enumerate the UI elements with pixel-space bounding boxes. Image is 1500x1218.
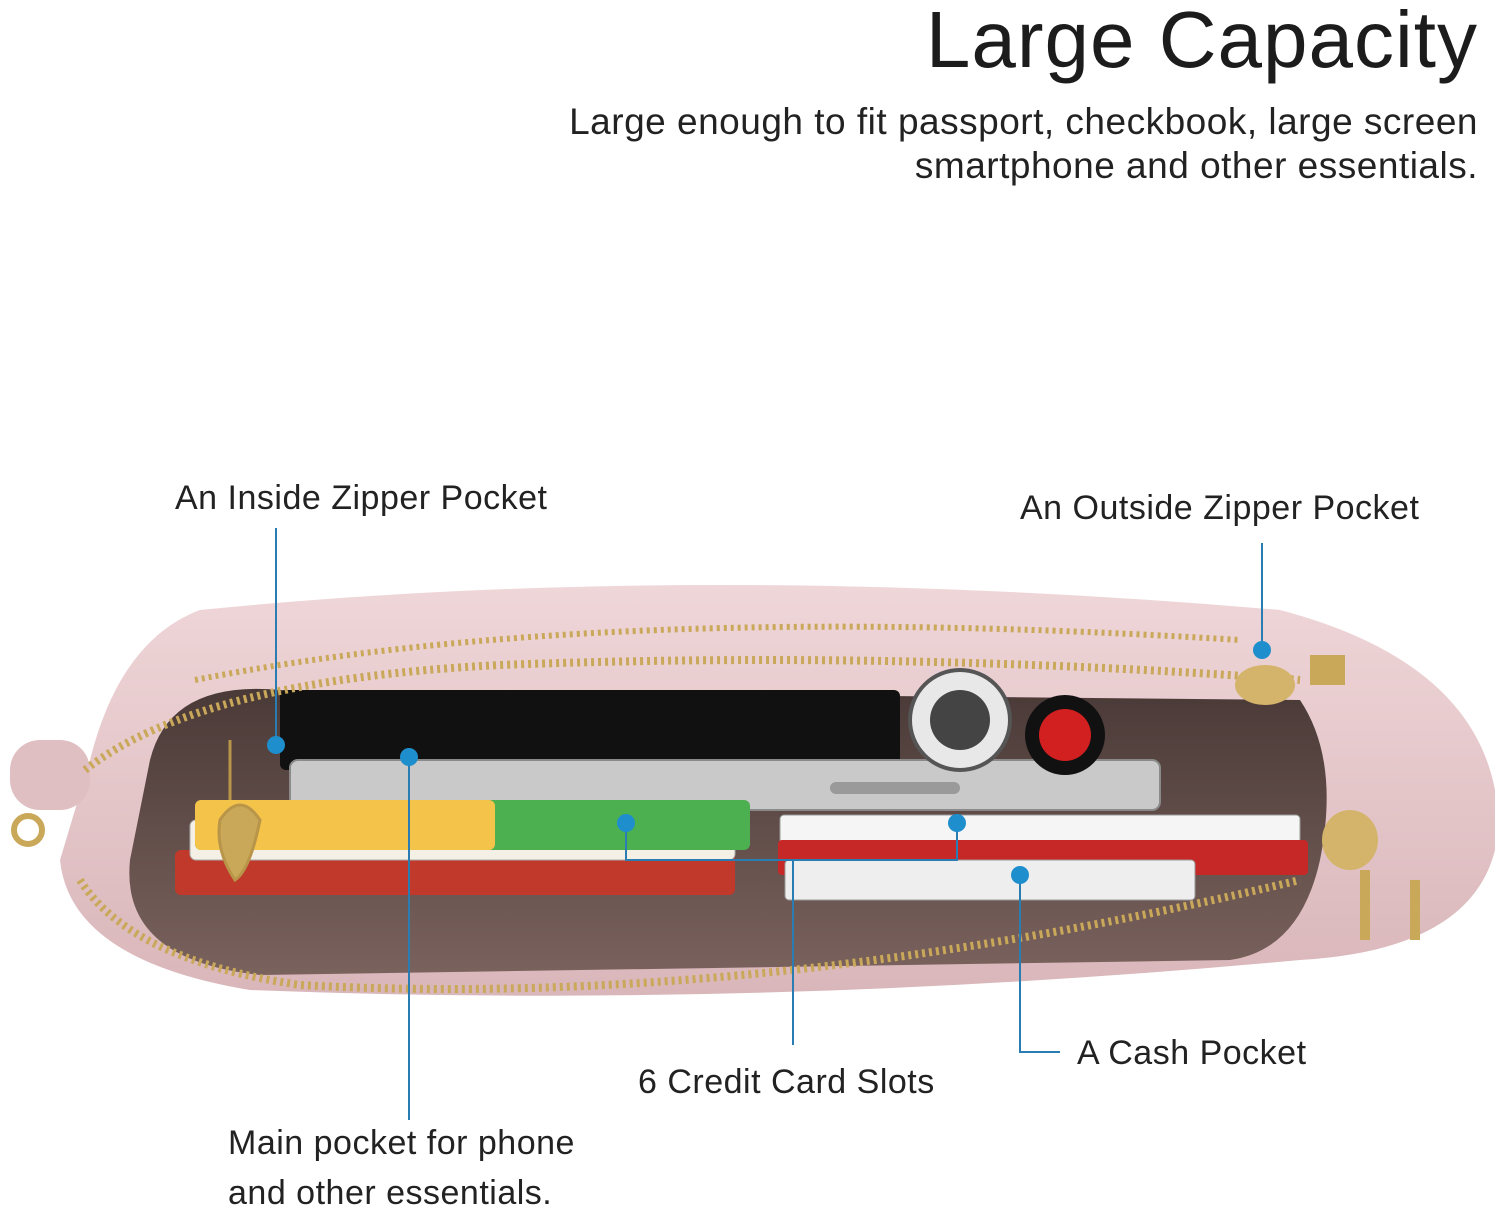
- callout-card-slots: 6 Credit Card Slots: [638, 1063, 935, 1101]
- subtitle-line-1: Large enough to fit passport, checkbook,…: [569, 101, 1478, 142]
- main-pocket-line-2: and other essentials.: [228, 1174, 553, 1212]
- callout-main-pocket: Main pocket for phone and other essentia…: [228, 1118, 648, 1218]
- credit-cards-left: [175, 800, 750, 895]
- main-pocket-line-1: Main pocket for phone: [228, 1124, 575, 1162]
- callout-lines: [275, 528, 1263, 1120]
- callout-cash-pocket: A Cash Pocket: [1077, 1034, 1307, 1072]
- page-subtitle: Large enough to fit passport, checkbook,…: [378, 100, 1478, 188]
- main-zipper: [82, 656, 1301, 774]
- lipsticks: [908, 668, 1105, 775]
- phone-device: [280, 690, 900, 770]
- zipper-pulls: [217, 655, 1420, 940]
- callout-inside-zipper: An Inside Zipper Pocket: [175, 479, 548, 517]
- callout-dots: [267, 641, 1271, 884]
- callout-outside-zipper: An Outside Zipper Pocket: [1020, 489, 1420, 527]
- subtitle-line-2: smartphone and other essentials.: [914, 145, 1478, 186]
- page-title: Large Capacity: [925, 0, 1478, 84]
- credit-cards-right: [778, 814, 1308, 901]
